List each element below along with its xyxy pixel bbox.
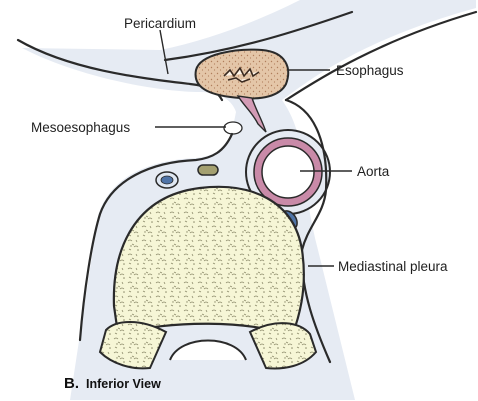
caption-text: Inferior View [86,377,161,391]
mesoesophagus-node [224,122,242,134]
esophagus-shape [196,50,289,99]
pericardium-label: Pericardium [124,16,196,31]
caption-letter: B. [64,375,79,392]
mesoesophagus-label: Mesoesophagus [31,120,130,135]
thoracic-duct [198,165,218,175]
esophagus-label: Esophagus [336,63,404,78]
azygos-vessel-inner [161,176,173,184]
mediastinal-pleura-label: Mediastinal pleura [338,259,448,274]
aorta-lumen [262,146,314,198]
aorta-label: Aorta [357,164,390,179]
